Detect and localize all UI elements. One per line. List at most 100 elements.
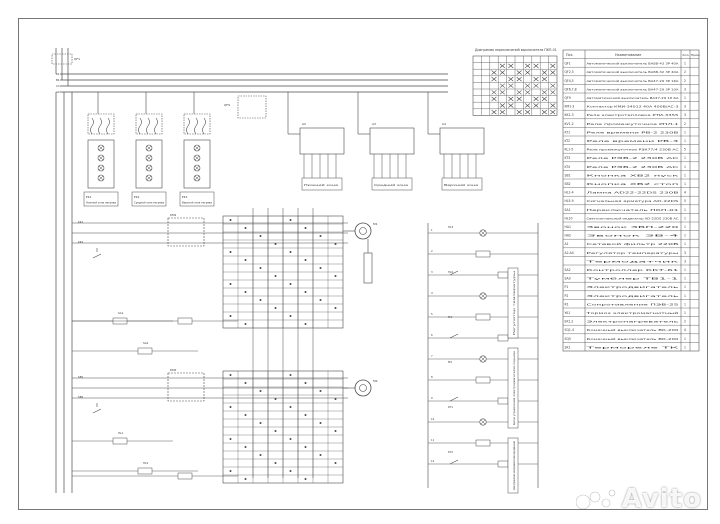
legend-row-code: SQ5 bbox=[565, 337, 571, 341]
controller-caption: Нижний зона bbox=[304, 183, 339, 187]
legend-row-code: A2-A4 bbox=[565, 251, 574, 255]
matrix-contact-dot bbox=[244, 478, 247, 480]
grid-cross bbox=[508, 76, 514, 82]
controller-caption: Средний зона bbox=[374, 183, 409, 187]
device-tag: KM2 bbox=[170, 368, 177, 372]
grid-cross bbox=[541, 96, 547, 102]
matrix-contact-dot bbox=[289, 283, 292, 285]
heater-lamp-circle bbox=[193, 154, 201, 162]
legend-row-name: Лампа AD22-22DS 230В bbox=[587, 191, 679, 195]
relay-coil bbox=[475, 376, 491, 384]
lamp-cross bbox=[146, 165, 152, 171]
legend-row-qty: 1 bbox=[684, 277, 686, 281]
grid-cross bbox=[491, 70, 497, 75]
legend-row-name: Автоматический выключатель ВА88-32 3Р 40… bbox=[587, 70, 680, 74]
watermark-text: Avito bbox=[621, 484, 702, 514]
grid-cross bbox=[550, 109, 556, 115]
heater-zone-frame bbox=[135, 139, 163, 189]
legend-row-name: Звонок ЗВ-4 bbox=[587, 234, 679, 238]
legend-row-qty: 2 bbox=[684, 79, 686, 83]
legend-row-qty: 2 bbox=[684, 320, 686, 324]
relay-coil bbox=[137, 347, 153, 355]
relay-coil bbox=[137, 467, 153, 475]
watermark: Avito bbox=[575, 484, 702, 514]
controller-caption: Верхний зона bbox=[444, 183, 479, 187]
matrix-contact-dot bbox=[259, 422, 262, 424]
legend-row-code: KV1,2 bbox=[565, 122, 574, 126]
legend-row-qty: 1 bbox=[684, 337, 686, 341]
matrix-contact-dot bbox=[289, 470, 292, 472]
motor-tag: M1 bbox=[373, 222, 378, 226]
legend-row-qty: 5 bbox=[684, 148, 686, 152]
controller-tag: A4 bbox=[442, 122, 446, 126]
legend-row-name: Сетевой фильтр 220В bbox=[587, 242, 679, 246]
heater-lamp-circle bbox=[97, 144, 105, 152]
motor-rotor bbox=[359, 384, 367, 392]
legend-row-qty: 1 bbox=[684, 285, 686, 289]
heater-lamp-circle bbox=[145, 174, 153, 182]
heater-zone-frame bbox=[183, 139, 211, 189]
matrix-contact-dot bbox=[274, 462, 277, 464]
zone-label-box bbox=[179, 191, 215, 207]
zone-label-box bbox=[131, 191, 167, 207]
matrix-contact-dot bbox=[334, 462, 337, 464]
relay-coil bbox=[475, 250, 491, 258]
device-tag: SA1 bbox=[118, 311, 124, 315]
rung-number: 11 bbox=[431, 438, 435, 442]
grid-cross bbox=[550, 70, 556, 75]
legend-row-code: HA2 bbox=[565, 234, 571, 238]
legend-row-qty: 1 bbox=[684, 225, 686, 229]
motor-contactor-block bbox=[167, 217, 205, 247]
grid-cross bbox=[541, 109, 547, 115]
legend-row-name: Тормоз электромагнитный bbox=[584, 311, 678, 315]
relay-coil bbox=[497, 271, 509, 279]
matrix-contact-dot bbox=[274, 430, 277, 432]
legend-header-note: Прим. bbox=[691, 53, 700, 57]
legend-row-qty: 1 bbox=[684, 216, 686, 220]
side-label-text: Цепи управления электродвигателем подъем… bbox=[512, 351, 516, 425]
legend-row-code: HL5-9 bbox=[565, 199, 574, 203]
matrix-contact-dot bbox=[289, 315, 292, 317]
grid-cross bbox=[491, 90, 497, 95]
legend-row-code: KT2 bbox=[565, 139, 571, 143]
rung-number: 12 bbox=[431, 459, 435, 463]
legend-row-qty: 2 bbox=[684, 70, 686, 74]
grid-cross bbox=[550, 90, 556, 95]
zone-caption: Верхний зона нагрева bbox=[182, 202, 213, 205]
pushbutton-contact bbox=[92, 253, 102, 259]
legend-row-name: Автоматический выключатель ВА47-29 3Р 16… bbox=[587, 79, 680, 83]
legend-row-code: QF2,3 bbox=[565, 70, 574, 74]
legend-row-name: Светосигнальный индикатор AD-22DS 230В А… bbox=[587, 216, 679, 220]
schematic-drawing: Диаграмма переключений выключателя ПКП-0… bbox=[51, 48, 558, 494]
grid-cross bbox=[525, 63, 531, 69]
grid-cross bbox=[499, 63, 505, 69]
legend-row-qty: 4 bbox=[684, 191, 686, 195]
device-tag: HL2 bbox=[143, 461, 149, 465]
rung-number: 10 bbox=[431, 417, 435, 421]
relay-coil bbox=[497, 334, 509, 342]
matrix-contact-dot bbox=[334, 430, 337, 432]
legend-row-code: HL10 bbox=[565, 216, 573, 220]
matrix-contact-dot bbox=[274, 307, 277, 309]
device-tag: SB2 bbox=[78, 395, 84, 399]
grid-cross bbox=[550, 63, 556, 69]
switching-diagram-title: Диаграмма переключений выключателя ПКП-0… bbox=[475, 48, 557, 52]
zone-tag: EK2 bbox=[134, 195, 140, 199]
heater-lamp-circle bbox=[145, 144, 153, 152]
matrix-contact-dot bbox=[319, 422, 322, 424]
grid-cross bbox=[508, 63, 514, 69]
matrix-contact-dot bbox=[244, 323, 247, 325]
heater-lamp-circle bbox=[145, 154, 153, 162]
legend-row-qty: 1 bbox=[684, 294, 686, 298]
legend-row-name: Термореле ТК bbox=[582, 345, 682, 349]
grid-cross bbox=[508, 103, 514, 108]
heater-element-coil bbox=[146, 117, 150, 135]
legend-row-name: Конечный выключатель ВК-200 bbox=[587, 328, 679, 332]
matrix-contact-dot bbox=[304, 291, 307, 293]
matrix-contact-dot bbox=[229, 438, 232, 440]
heater-element-coil bbox=[186, 117, 190, 135]
controller-tag: A2 bbox=[302, 122, 306, 126]
zone-label-box bbox=[83, 191, 119, 207]
matrix-contact-dot bbox=[229, 374, 232, 376]
